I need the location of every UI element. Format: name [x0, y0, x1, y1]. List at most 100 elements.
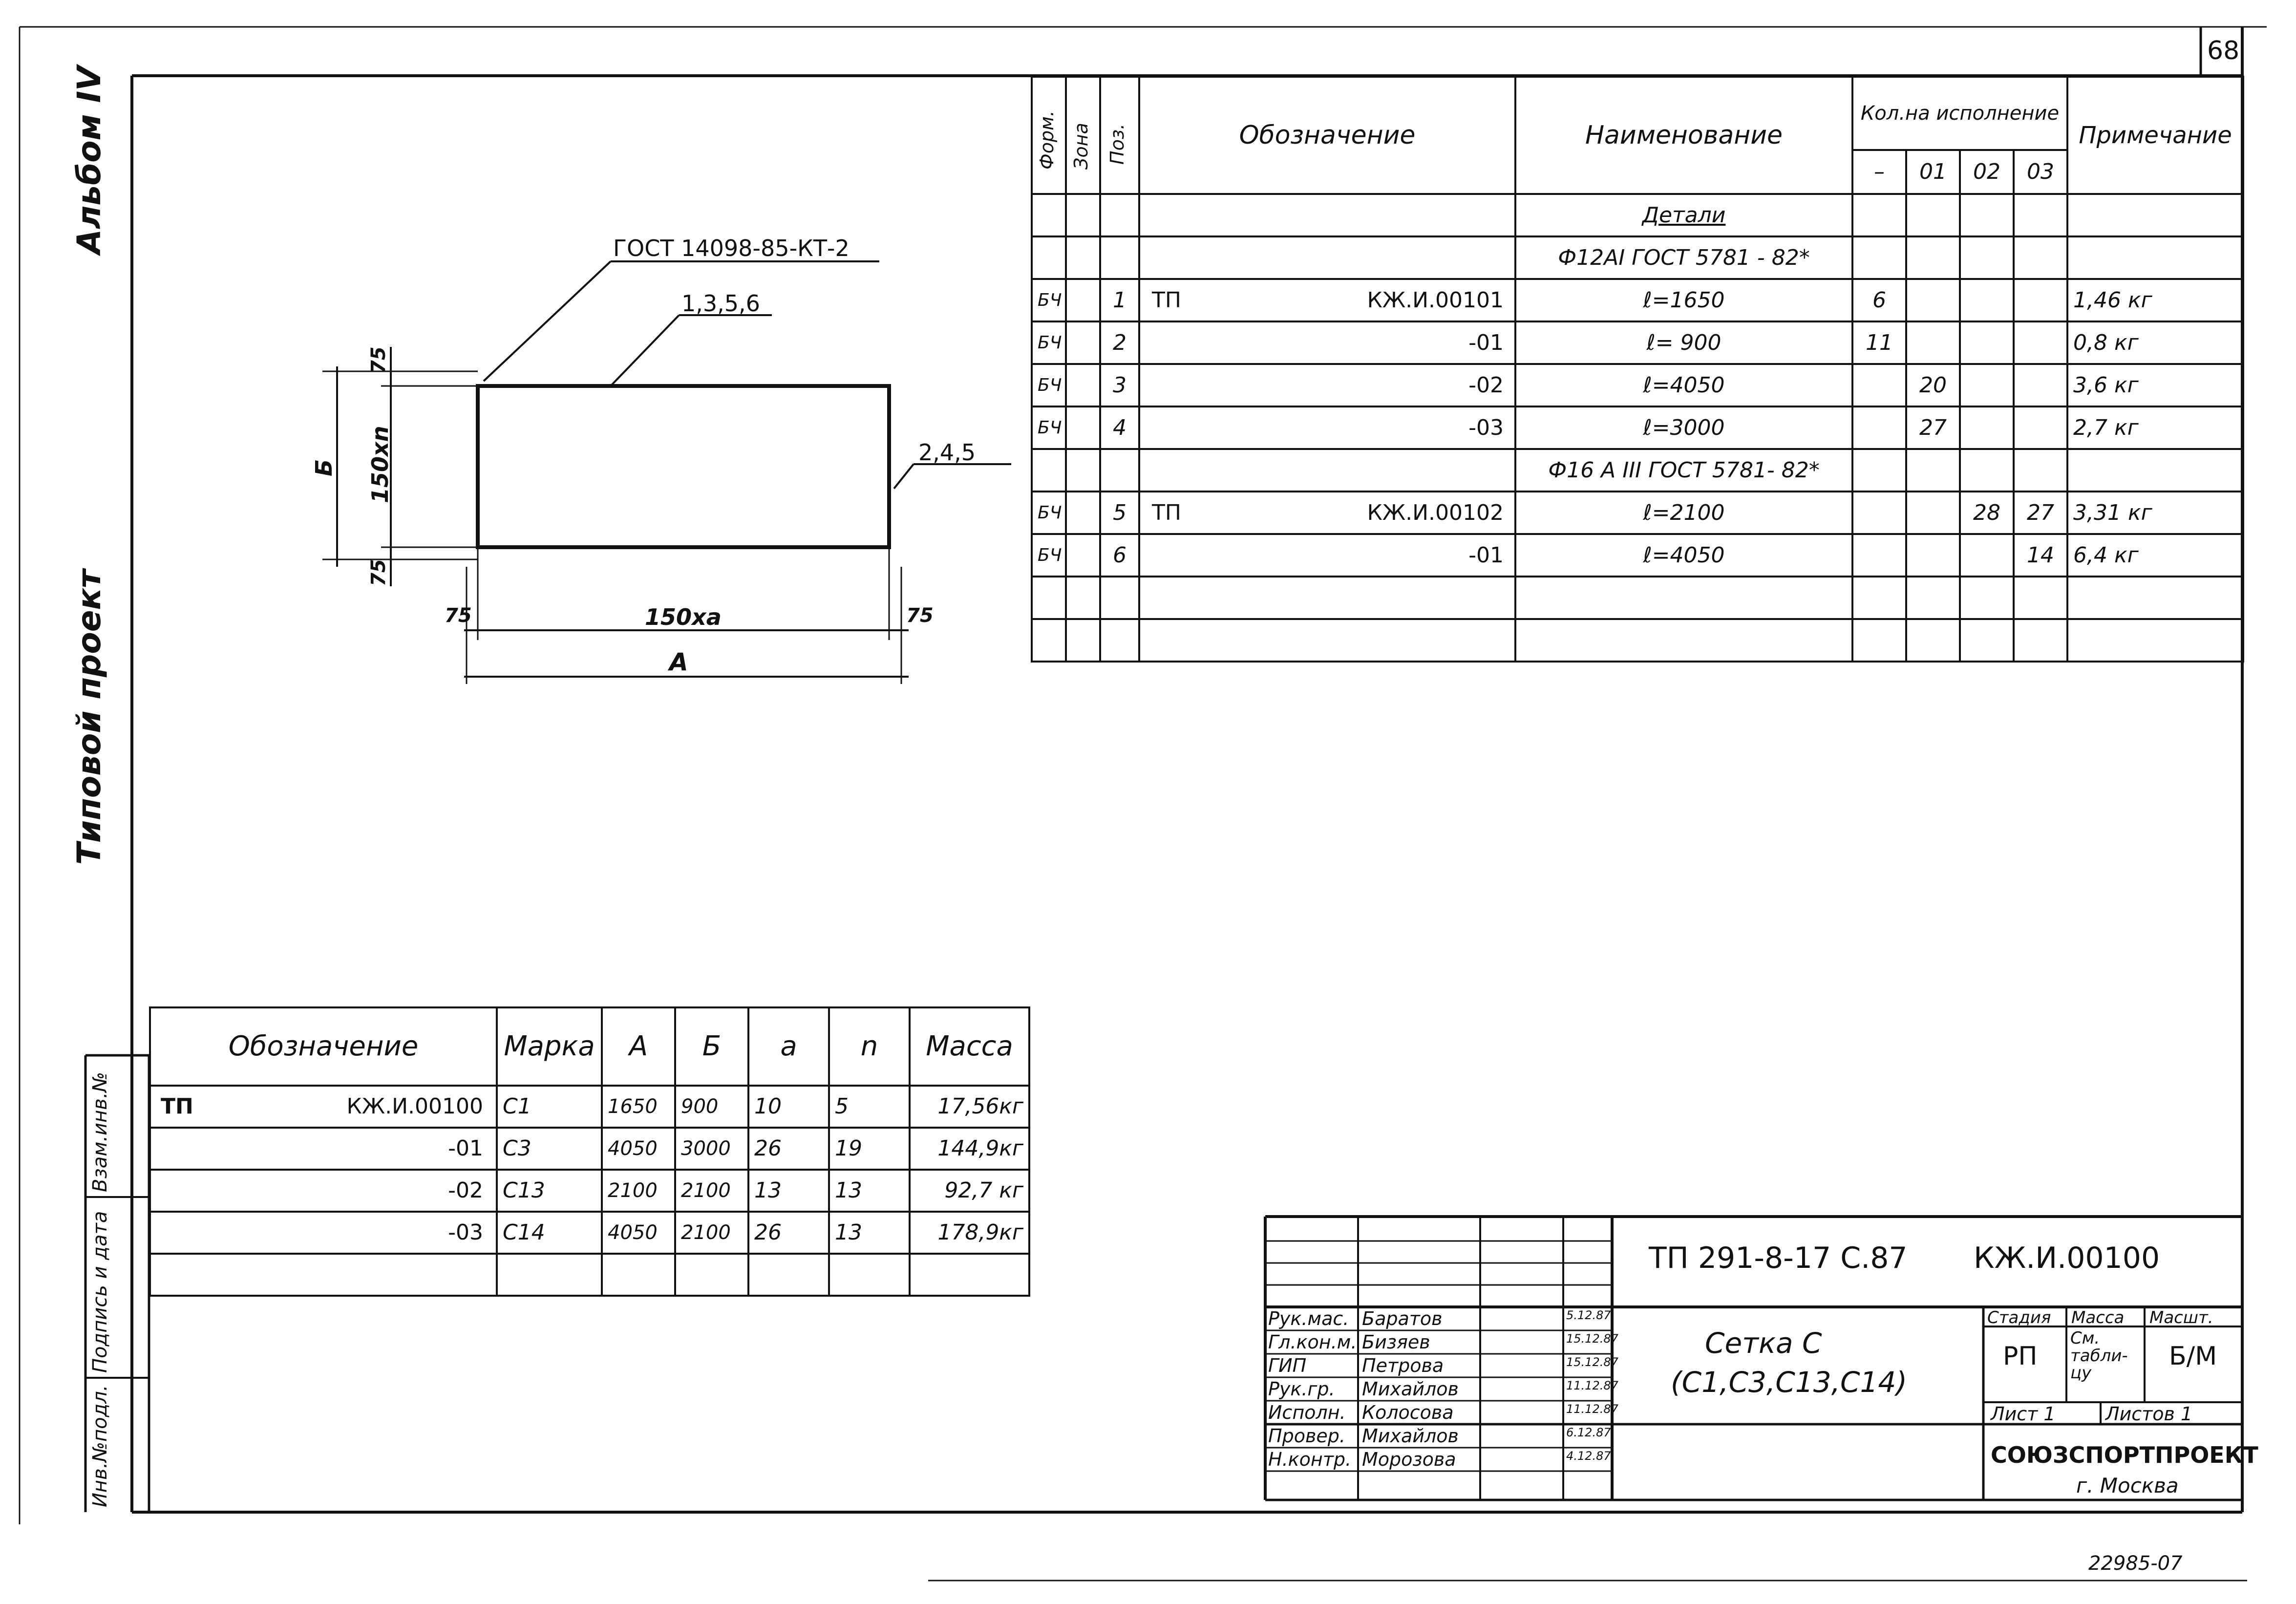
spec-name: ℓ=4050: [1514, 533, 1853, 577]
spec-qty: [1905, 278, 1961, 322]
spec-row: Детали: [1031, 193, 2245, 237]
marks-mark: [496, 1253, 603, 1297]
marks-b: [674, 1253, 749, 1297]
spec-name: ℓ=3000: [1514, 406, 1853, 450]
spec-qty: [1851, 448, 1907, 492]
spec-row: [1031, 576, 2245, 620]
spec-designation-code: -01: [1468, 542, 1504, 568]
spec-zone: [1065, 533, 1101, 577]
spec-qty: [1851, 406, 1907, 450]
person-date: 4.12.87: [1566, 1449, 1611, 1463]
spec-pos: 5: [1099, 491, 1140, 535]
marks-designation: [149, 1253, 498, 1297]
marks-designation: -03: [149, 1211, 498, 1255]
doc-code: КЖ.И.00100: [1974, 1241, 2160, 1275]
spec-note: 0,8 кг: [2066, 321, 2245, 365]
spec-pos: 6: [1099, 533, 1140, 577]
marks-mark: С1: [496, 1085, 603, 1129]
spec-format: БЧ: [1031, 491, 1067, 535]
col-note-header: Примечание: [2066, 76, 2245, 195]
marks-b: 900: [674, 1085, 749, 1129]
city: г. Москва: [2076, 1474, 2179, 1497]
person-date: 6.12.87: [1566, 1426, 1611, 1439]
spec-qty: [1905, 448, 1961, 492]
spec-pos: [1099, 576, 1140, 620]
spec-qty: 20: [1905, 363, 1961, 407]
marks-designation-code: -03: [448, 1220, 483, 1245]
marks-a: 4050: [601, 1127, 676, 1171]
inv-label: Инв.№подл.: [89, 1385, 111, 1507]
callout-top: 1,3,5,6: [681, 290, 760, 317]
spec-pos: [1099, 193, 1140, 237]
marks-header-1: Марка: [496, 1006, 603, 1087]
replace-label: Взам.инв.№: [89, 1071, 111, 1192]
spec-qty: [1959, 406, 2015, 450]
project-code: ТП 291-8-17 С.87: [1649, 1241, 1908, 1275]
spec-qty: [2012, 235, 2069, 280]
marks-header-6: Масса: [909, 1006, 1030, 1087]
spec-qty: [1851, 491, 1907, 535]
spec-qty: [1959, 193, 2015, 237]
person-role: Провер.: [1268, 1425, 1345, 1447]
spec-format: [1031, 618, 1067, 663]
sign-label: Подпись и дата: [89, 1211, 111, 1373]
sheet-label: Лист 1: [1991, 1403, 2056, 1425]
marks-a: 1650: [601, 1085, 676, 1129]
spec-note: [2066, 576, 2245, 620]
spec-qty: [2012, 448, 2069, 492]
marks-sa: 13: [747, 1169, 830, 1213]
stage-value: РП: [2003, 1342, 2038, 1371]
spec-format: [1031, 235, 1067, 280]
marks-designation: -01: [149, 1127, 498, 1171]
gost-callout: ГОСТ 14098-85-КТ-2: [613, 235, 850, 261]
spec-qty: [1959, 363, 2015, 407]
spec-note: 6,4 кг: [2066, 533, 2245, 577]
marks-row: [149, 1253, 1030, 1297]
spec-pos: 2: [1099, 321, 1140, 365]
spec-qty: [1905, 533, 1961, 577]
spec-note: [2066, 448, 2245, 492]
marks-mass: 178,9кг: [909, 1211, 1030, 1255]
spec-designation: [1138, 448, 1516, 492]
col-format-header: Форм.: [1031, 76, 1067, 195]
marks-designation: -02: [149, 1169, 498, 1213]
person-date: 11.12.87: [1566, 1402, 1618, 1416]
spec-format: [1031, 448, 1067, 492]
spec-qty: [1959, 448, 2015, 492]
project-type-label: Типовой проект: [70, 569, 108, 865]
spec-note: [2066, 193, 2245, 237]
person-name: Бизяев: [1362, 1331, 1430, 1353]
spec-qty: [1905, 491, 1961, 535]
spec-format: БЧ: [1031, 363, 1067, 407]
spec-note: 3,31 кг: [2066, 491, 2245, 535]
spec-name: [1514, 618, 1853, 663]
person-date: 15.12.87: [1566, 1332, 1618, 1346]
dim-75-top: 75: [367, 346, 390, 374]
spec-designation-code: КЖ.И.00101: [1367, 287, 1504, 313]
spec-qty: [1905, 235, 1961, 280]
spec-format: БЧ: [1031, 321, 1067, 365]
mass-label: Масса: [2071, 1308, 2125, 1327]
spec-qty: 11: [1851, 321, 1907, 365]
spec-zone: [1065, 448, 1101, 492]
organization: СОЮЗСПОРТПРОЕКТ: [1991, 1442, 2258, 1468]
qty-col-header-0: –: [1851, 149, 1907, 195]
spec-qty: [1851, 193, 1907, 237]
spec-note: 2,7 кг: [2066, 406, 2245, 450]
marks-b: 2100: [674, 1169, 749, 1213]
spec-qty: 27: [2012, 491, 2069, 535]
spec-designation: -01: [1138, 533, 1516, 577]
dim-75-right: 75: [906, 604, 934, 627]
sheet-number: 68: [2207, 36, 2240, 65]
marks-sa: 26: [747, 1211, 830, 1255]
spec-pos: [1099, 618, 1140, 663]
marks-header-0: Обозначение: [149, 1006, 498, 1087]
spec-zone: [1065, 491, 1101, 535]
marks-a: 2100: [601, 1169, 676, 1213]
spec-qty: [1905, 618, 1961, 663]
